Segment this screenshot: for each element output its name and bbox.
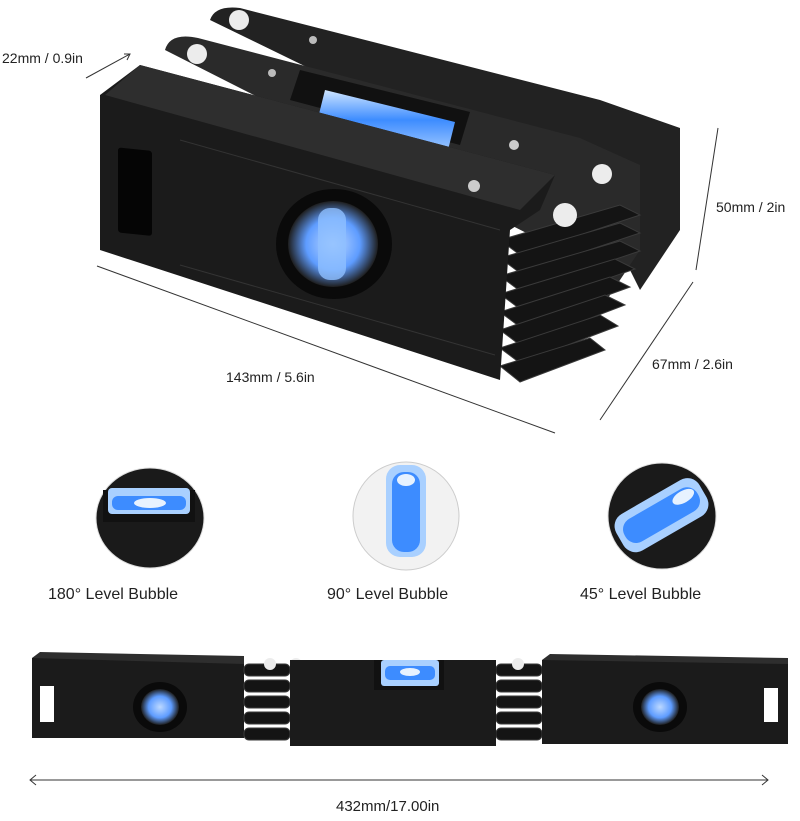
extended-length-label: 432mm/17.00in: [336, 798, 440, 815]
length-dimension-label: 143mm / 5.6in: [226, 369, 315, 385]
front-segment: [100, 65, 577, 380]
extended-level-image: [32, 652, 788, 746]
dimension-lines: [29, 53, 769, 786]
hinge-fins: [498, 204, 642, 383]
bubble-caption-180: 180° Level Bubble: [48, 586, 179, 603]
bubble-caption-90: 90° Level Bubble: [327, 586, 449, 603]
height-dimension-label: 50mm / 2in: [716, 199, 786, 215]
bubble-caption-45: 45° Level Bubble: [580, 586, 702, 603]
depth-dimension-label: 67mm / 2.6in: [652, 356, 733, 372]
width-dimension-label: 22mm / 0.9in: [2, 50, 83, 66]
bubble-insets: [95, 461, 717, 571]
